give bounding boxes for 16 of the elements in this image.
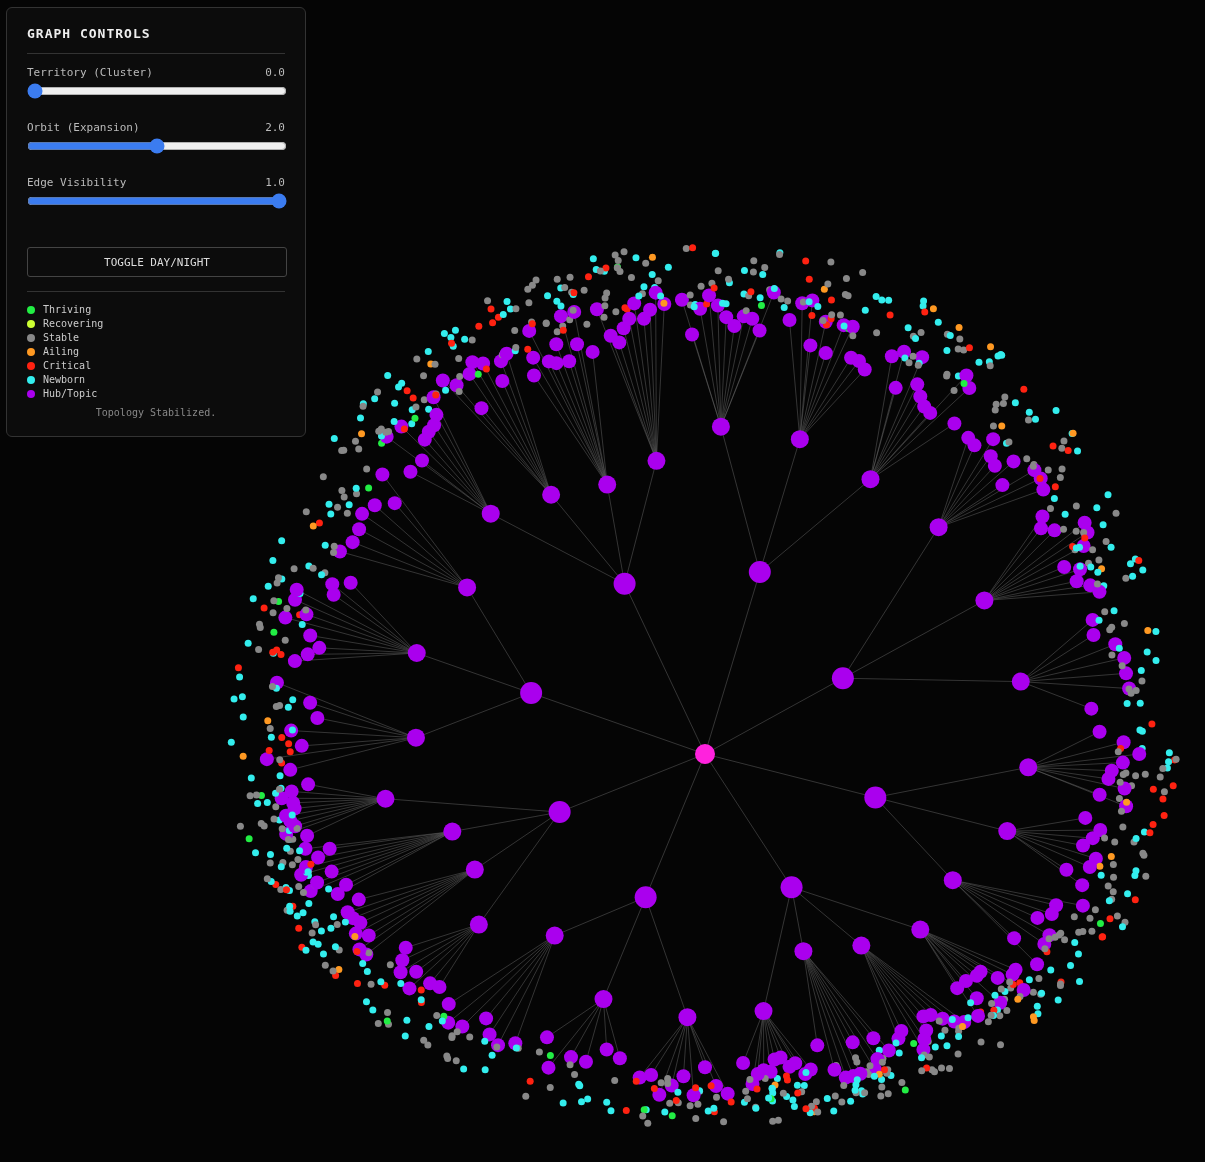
- panel-heading: GRAPH CONTROLS: [27, 26, 151, 41]
- slider-label: Territory (Cluster): [27, 66, 153, 79]
- legend-label: Critical: [43, 360, 92, 371]
- legend-label: Hub/Topic: [43, 388, 98, 399]
- slider-value: 2.0: [265, 121, 285, 134]
- slider-value: 1.0: [265, 176, 285, 189]
- legend-label: Newborn: [43, 374, 86, 385]
- legend-label: Thriving: [43, 304, 92, 315]
- legend-label: Ailing: [43, 346, 80, 357]
- slider-label: Orbit (Expansion): [27, 121, 140, 134]
- slider-label: Edge Visibility: [27, 176, 127, 189]
- status-text: Topology Stabilized.: [94, 407, 218, 418]
- slider-value: 0.0: [265, 66, 285, 79]
- toggle-button: TOGGLE DAY/NIGHT: [27, 247, 287, 277]
- legend-label: Stable: [43, 332, 80, 343]
- legend-label: Recovering: [43, 318, 104, 329]
